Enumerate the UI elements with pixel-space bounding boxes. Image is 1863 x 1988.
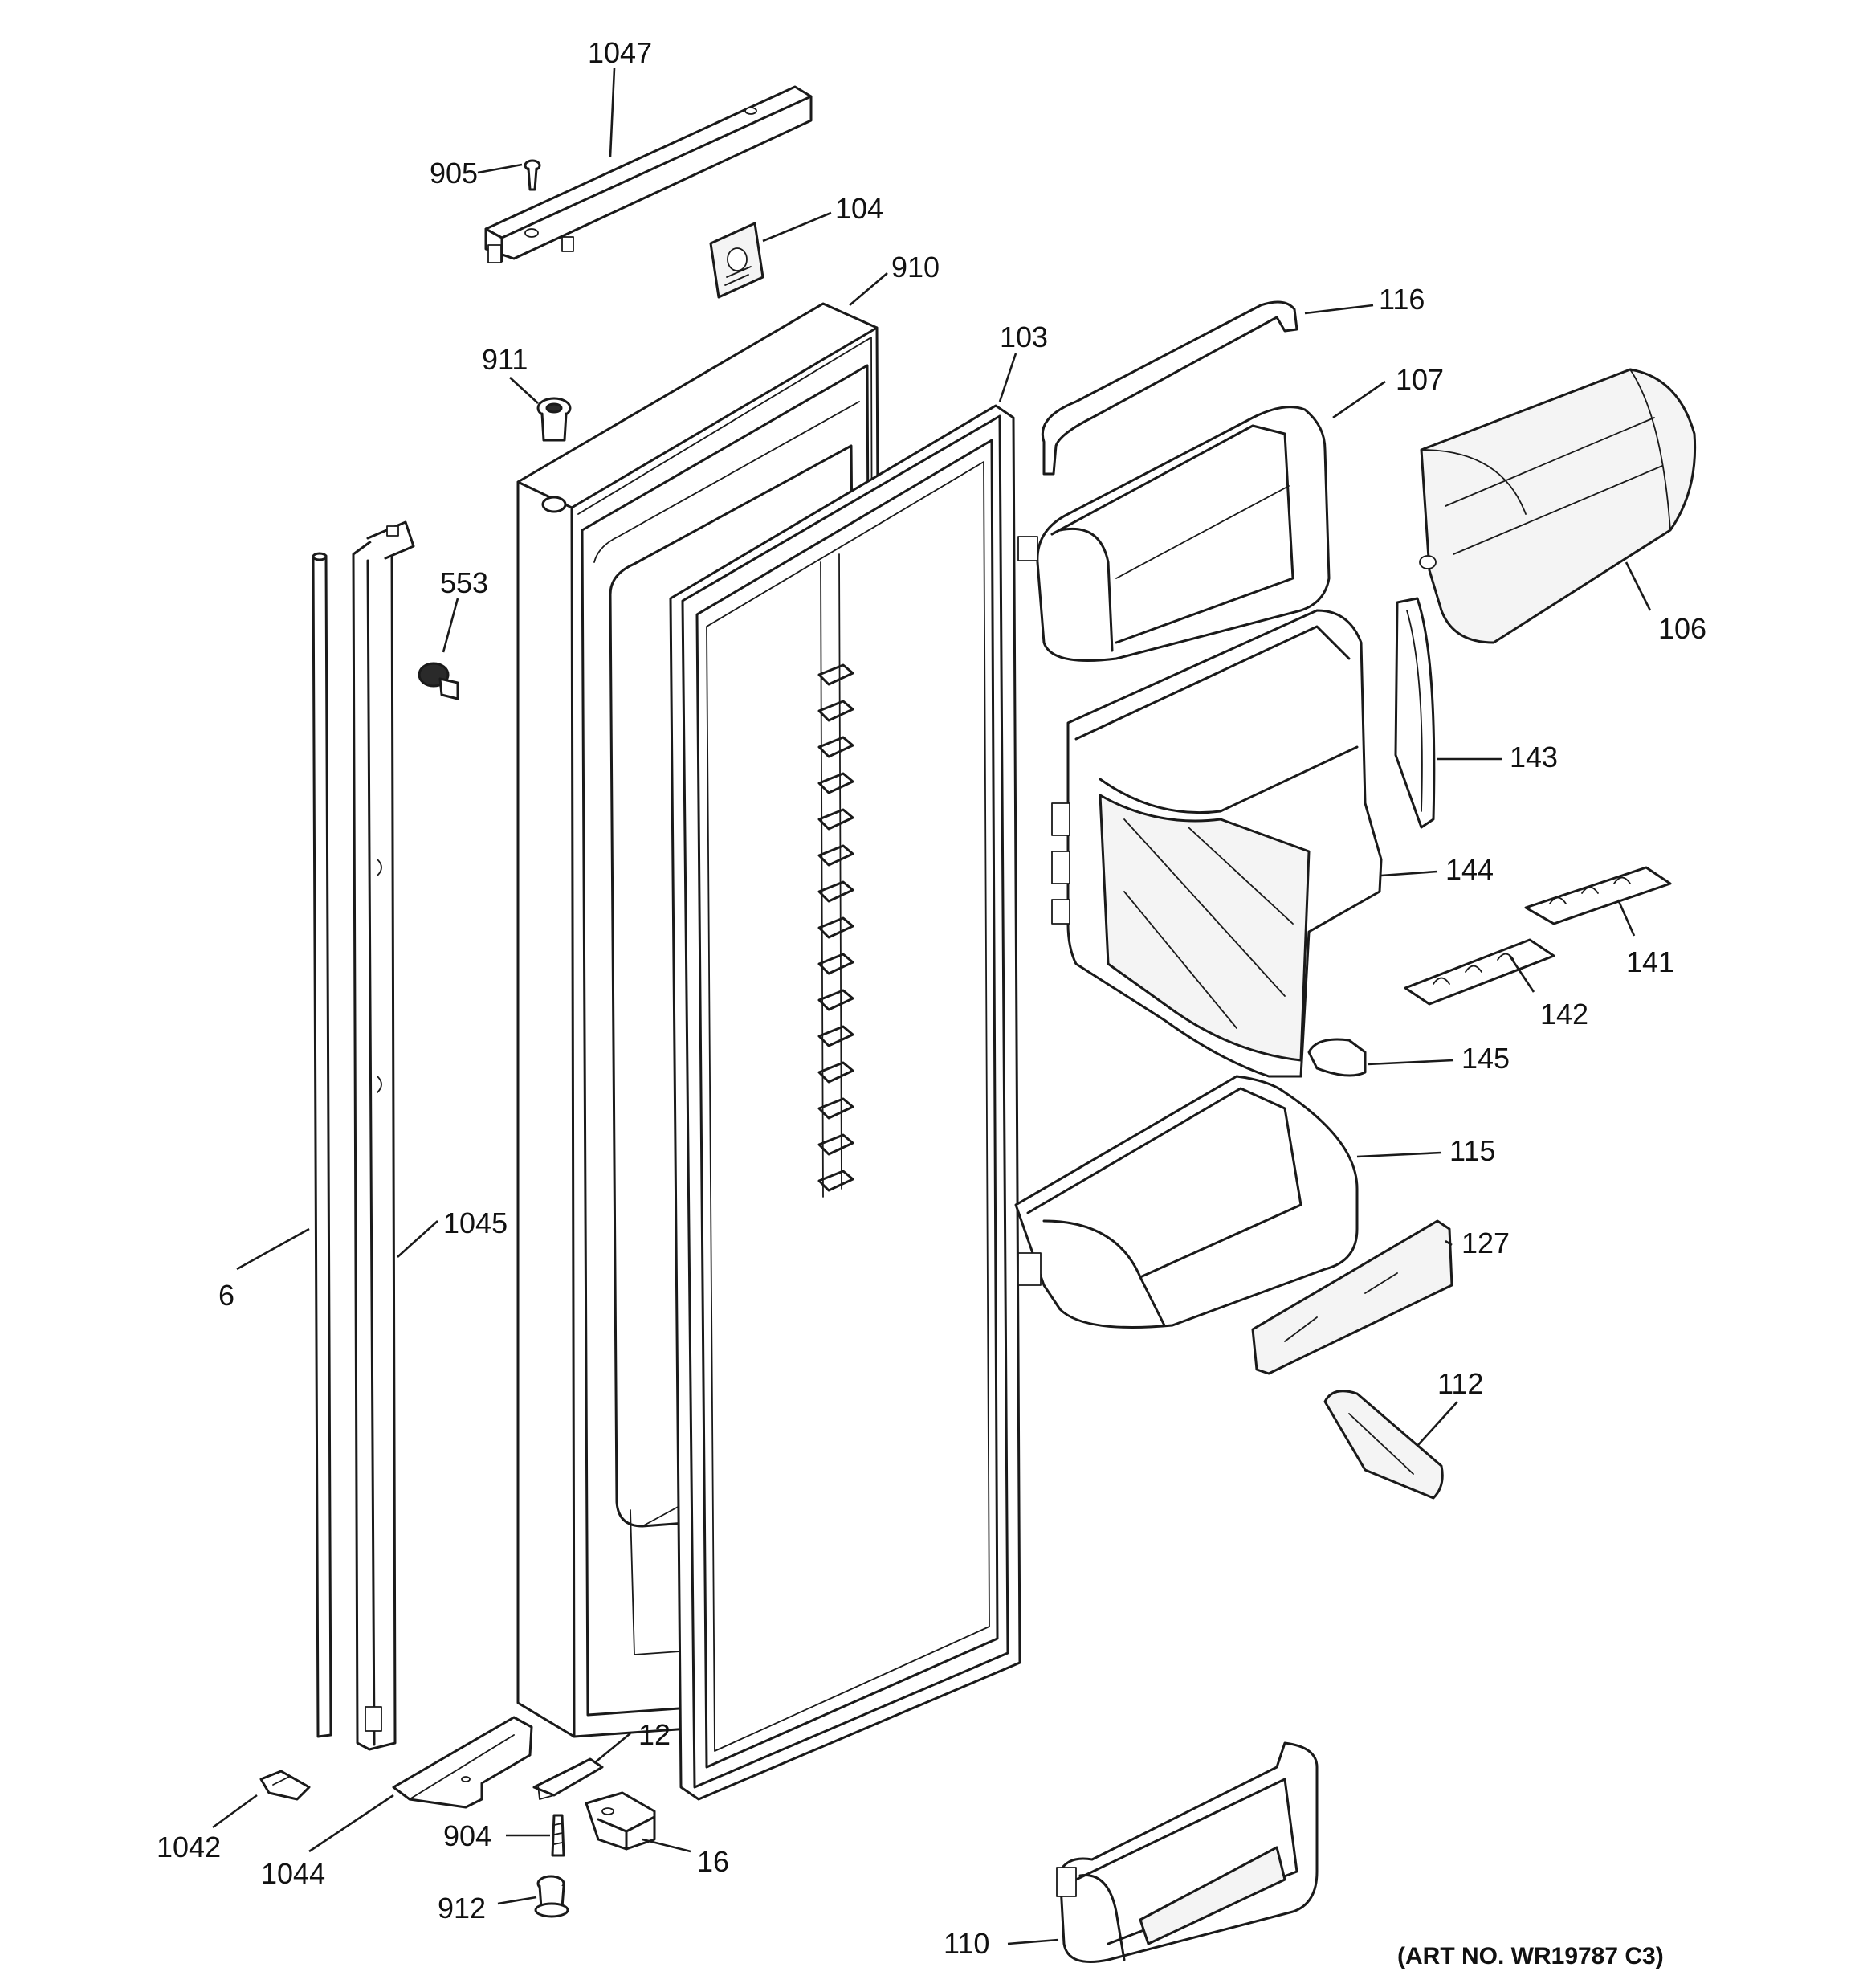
part-143-rail [1394, 597, 1436, 829]
callout-905: 905 [430, 157, 478, 190]
callout-910: 910 [891, 251, 940, 284]
part-16-block [585, 1791, 656, 1851]
callout-6: 6 [218, 1279, 234, 1312]
callout-1044: 1044 [261, 1857, 325, 1890]
callout-103: 103 [1000, 320, 1048, 353]
callout-104: 104 [835, 192, 883, 225]
callout-12: 12 [638, 1718, 671, 1751]
callout-141: 141 [1626, 945, 1674, 978]
callout-labels: 1047 905 104 910 911 103 116 107 106 553… [157, 36, 1706, 1970]
part-911-bushing [536, 397, 572, 442]
part-905-screw [524, 159, 541, 191]
part-1045-trim [352, 520, 415, 1751]
part-104-label [709, 222, 764, 299]
callout-912: 912 [438, 1892, 486, 1925]
part-12-bracket [532, 1757, 604, 1800]
callout-1047: 1047 [588, 36, 652, 69]
part-1042-bracket [259, 1770, 311, 1801]
callout-110: 110 [944, 1927, 989, 1960]
callout-904: 904 [443, 1819, 491, 1852]
callout-1042: 1042 [157, 1831, 221, 1863]
callout-553: 553 [440, 566, 488, 599]
callout-143: 143 [1510, 741, 1558, 774]
callout-16: 16 [697, 1845, 729, 1878]
callout-106: 106 [1658, 612, 1706, 645]
part-141-egg-tray [1524, 866, 1672, 925]
callout-116: 116 [1379, 283, 1425, 316]
part-107-bin [1017, 406, 1331, 662]
callout-107: 107 [1396, 363, 1444, 396]
callout-115: 115 [1449, 1134, 1495, 1167]
part-1044-hinge [392, 1716, 533, 1809]
part-112-bracket [1323, 1390, 1444, 1500]
part-115-bin [1014, 1075, 1359, 1329]
callout-142: 142 [1540, 998, 1588, 1031]
callout-144: 144 [1445, 853, 1494, 886]
part-6-rod [312, 552, 332, 1738]
leader-lines [212, 67, 1652, 1945]
callout-112: 112 [1437, 1367, 1483, 1400]
part-106-cover [1419, 368, 1697, 644]
part-142-egg-tray [1404, 938, 1555, 1006]
part-1047-top-hinge [484, 85, 813, 263]
liner-shelf-tabs [817, 553, 854, 1198]
part-553-knob [418, 662, 459, 700]
part-127-front [1251, 1219, 1453, 1375]
callout-911: 911 [482, 343, 528, 376]
callout-1045: 1045 [443, 1206, 508, 1239]
part-144-dairy [1051, 609, 1383, 1078]
part-110-bin [1056, 1741, 1319, 1963]
part-145-clip [1307, 1038, 1367, 1077]
part-912-bushing [534, 1875, 569, 1918]
callout-127: 127 [1461, 1227, 1510, 1259]
part-116-cap [1042, 300, 1298, 476]
part-904-screw [551, 1814, 565, 1857]
art-number: (ART NO. WR19787 C3) [1397, 1943, 1664, 1970]
callout-145: 145 [1461, 1042, 1510, 1075]
